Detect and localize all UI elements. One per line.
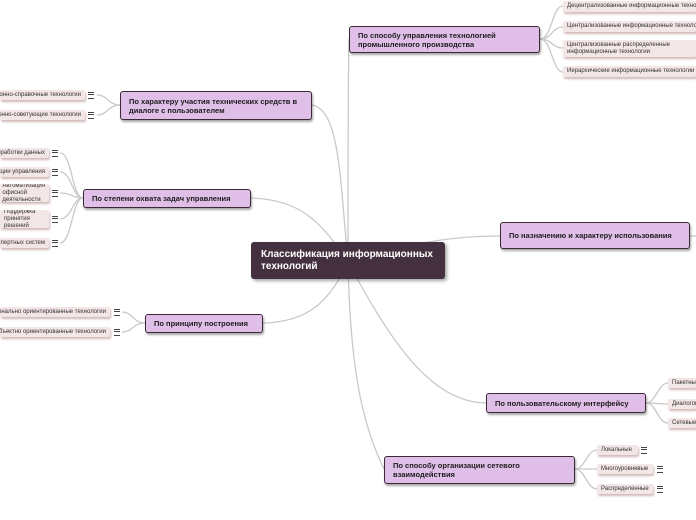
notes-icon[interactable] [52,240,58,247]
link-control-method [347,38,350,263]
notes-icon[interactable] [114,329,120,336]
notes-icon[interactable] [52,150,58,157]
leaf-task-coverage-3[interactable]: Автоматизация офисной деятельности [0,184,49,202]
leaf-task-coverage-2[interactable]: Автоматизация функции управления [0,167,49,177]
leaf-task-coverage-1[interactable]: Автоматизация обработки данных [0,148,49,158]
notes-icon[interactable] [114,309,120,316]
leaf-task-coverage-5[interactable]: Технологии экспертных систем [0,238,49,248]
branch-purpose[interactable]: По назначению и характеру использования [500,222,690,249]
root-topic[interactable]: Классификация информационных технологий [251,242,445,279]
leaf-ui-3[interactable]: Сетевые [668,418,696,428]
branch-control-method[interactable]: По способу управления технологией промыш… [349,26,540,53]
branch-ui[interactable]: По пользовательскому интерфейсу [486,393,646,413]
leaf-construction-1[interactable]: Функционально ориентированные технологии [0,307,110,317]
branch-construction[interactable]: По принципу построения [145,314,263,333]
leaf-task-coverage-4[interactable]: Поддержка принятия решений [0,210,49,228]
leaf-control-method-4[interactable]: Иерархические информационные технологии [563,66,696,77]
leaf-ui-1[interactable]: Пакетные [668,378,696,388]
link-participation [311,104,349,263]
notes-icon[interactable] [657,486,663,493]
leaf-control-method-3[interactable]: Централизованные распределенные информац… [563,40,696,57]
leaf-control-method-2[interactable]: Централизованные информационные технолог… [563,21,696,32]
branch-task-coverage[interactable]: По степени охвата задач управления [83,189,251,208]
notes-icon[interactable] [657,466,663,473]
link-network [347,261,385,470]
leaf-construction-2[interactable]: Объектно ориентированные технологии [0,327,110,337]
link-ui [347,261,487,404]
branch-network[interactable]: По способу организации сетевого взаимоде… [384,456,575,484]
leaf-ui-2[interactable]: Диалоговые [668,399,696,409]
notes-icon[interactable] [641,447,647,454]
branch-participation[interactable]: По характеру участия технических средств… [120,91,312,120]
notes-icon[interactable] [52,169,58,176]
leaf-network-2[interactable]: Многоуровневые [597,464,653,474]
notes-icon[interactable] [88,92,94,99]
leaf-participation-2[interactable]: Информационно-советующие технологии [0,110,85,120]
leaf-participation-1[interactable]: Информационно-справочные технологии [0,90,85,100]
leaf-network-1[interactable]: Локальные [597,445,638,455]
notes-icon[interactable] [52,216,58,223]
leaf-control-method-1[interactable]: Децентрализованные информационные технол… [563,1,696,12]
notes-icon[interactable] [52,190,58,197]
leaf-network-3[interactable]: Распределенные [597,484,653,494]
notes-icon[interactable] [88,112,94,119]
